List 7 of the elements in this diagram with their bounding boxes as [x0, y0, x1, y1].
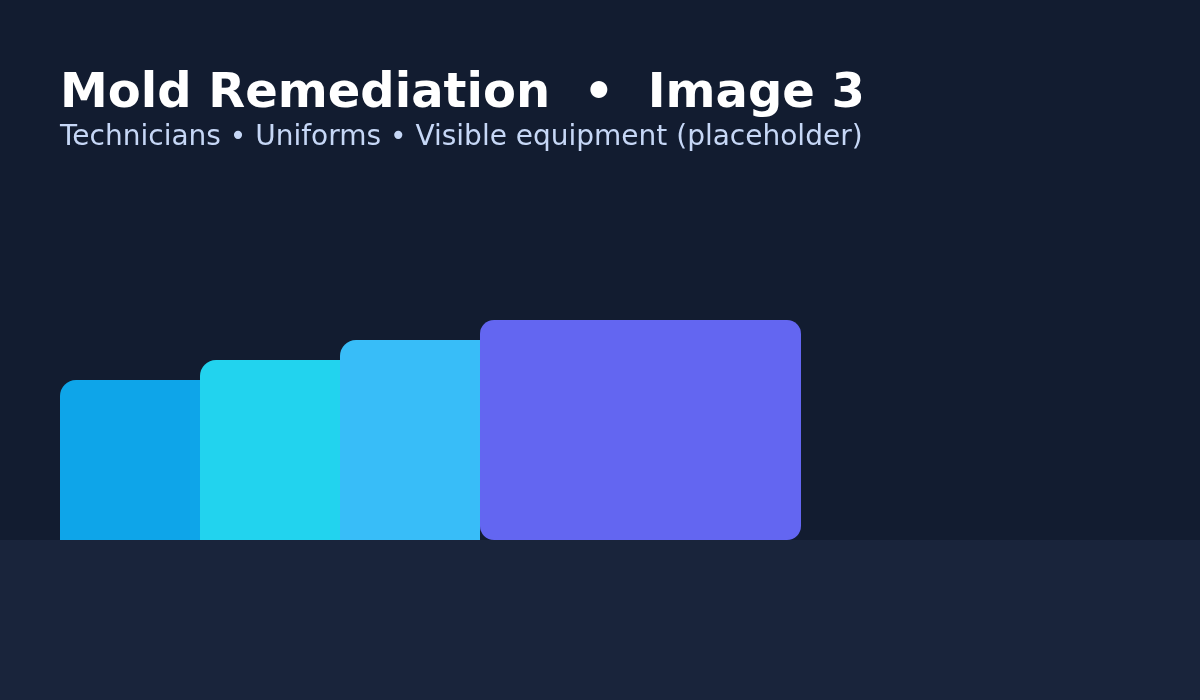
color-block	[340, 340, 480, 540]
color-block	[200, 360, 340, 540]
color-block	[480, 320, 801, 540]
subtitle: Technicians • Uniforms • Visible equipment (placeholder)	[60, 119, 863, 153]
title: Mold Remediation • Image 3	[60, 61, 865, 120]
floor-band	[0, 540, 1200, 700]
color-block	[60, 380, 200, 540]
